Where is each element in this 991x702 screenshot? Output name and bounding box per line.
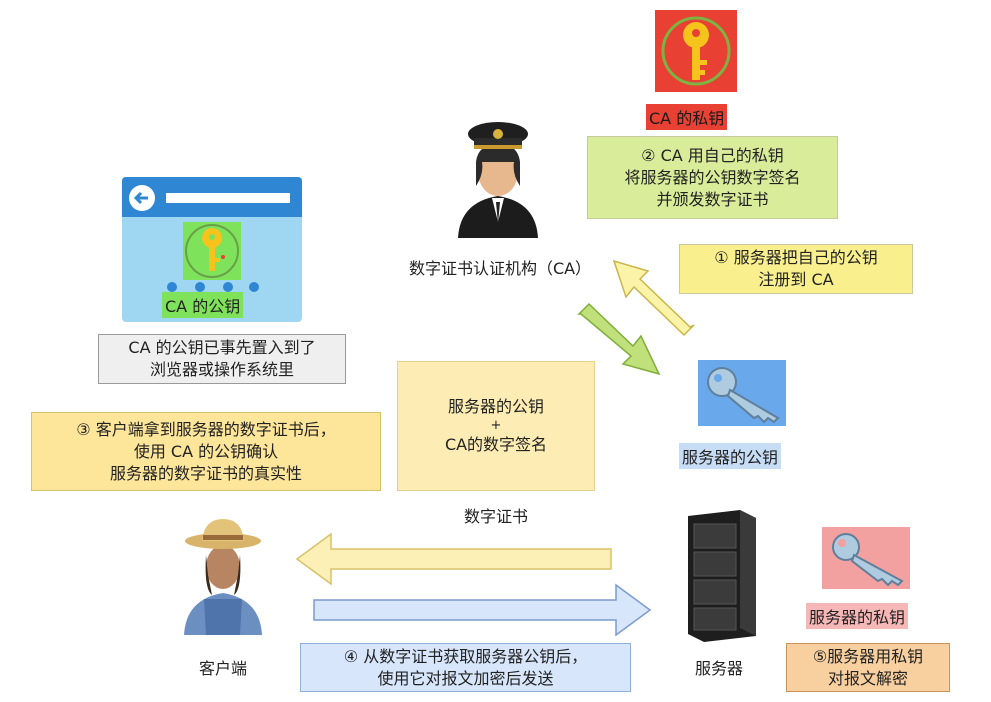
client-icon [178, 515, 268, 635]
step2-note: ② CA 用自己的私钥 将服务器的公钥数字签名 并颁发数字证书 [587, 136, 838, 219]
step4-note: ④ 从数字证书获取服务器公钥后， 使用它对报文加密后发送 [300, 643, 631, 692]
server-label: 服务器 [694, 659, 743, 678]
preinstall-line-2: 浏览器或操作系统里 [149, 360, 294, 379]
step3-line-3: 服务器的数字证书的真实性 [109, 463, 302, 483]
certificate-caption: 数字证书 [463, 507, 528, 526]
back-arrow-icon [129, 185, 155, 211]
certificate-box: 服务器的公钥 + CA的数字签名 [397, 361, 595, 491]
client-label: 客户端 [198, 659, 247, 678]
certificate-plus: + [490, 418, 502, 433]
certificate-line-2: CA的数字签名 [444, 435, 548, 454]
step3-note: ③ 客户端拿到服务器的数字证书后， 使用 CA 的公钥确认 服务器的数字证书的真… [31, 412, 381, 491]
step5-note: ⑤服务器用私钥 对报文解密 [786, 643, 950, 692]
step5-line-2: 对报文解密 [827, 668, 908, 688]
ca-private-key-label: CA 的私钥 [646, 104, 728, 130]
address-bar [166, 193, 290, 203]
ca-private-key-icon [655, 10, 737, 92]
step4-line-2: 使用它对报文加密后发送 [377, 668, 554, 688]
preinstall-note: CA 的公钥已事先置入到了 浏览器或操作系统里 [98, 334, 346, 384]
step2-line-1: ② CA 用自己的私钥 [641, 145, 784, 165]
browser-dots [167, 282, 259, 292]
server-public-key-label: 服务器的公钥 [679, 443, 782, 469]
ca-public-key-label: CA 的公钥 [162, 292, 244, 318]
step1-note: ① 服务器把自己的公钥 注册到 CA [679, 244, 913, 294]
server-icon [678, 508, 760, 643]
ca-org-label: 数字证书认证机构（CA） [408, 259, 592, 278]
step3-line-2: 使用 CA 的公钥确认 [133, 441, 279, 461]
step4-line-1: ④ 从数字证书获取服务器公钥后， [343, 646, 588, 666]
ca-public-key-icon [183, 222, 241, 280]
step1-line-2: 注册到 CA [758, 270, 834, 289]
step1-line-1: ① 服务器把自己的公钥 [714, 248, 878, 267]
step5-line-1: ⑤服务器用私钥 [812, 646, 924, 666]
server-private-key-icon [822, 527, 910, 589]
step2-line-2: 将服务器的公钥数字签名 [624, 167, 801, 187]
server-public-key-icon [698, 360, 786, 426]
step2-line-3: 并颁发数字证书 [656, 189, 769, 209]
preinstall-line-1: CA 的公钥已事先置入到了 [128, 338, 316, 357]
register-arrow-icon [610, 255, 700, 340]
browser-window: CA 的公钥 [122, 177, 302, 322]
certificate-line-1: 服务器的公钥 [447, 397, 544, 416]
step3-line-1: ③ 客户端拿到服务器的数字证书后， [76, 419, 336, 439]
server-private-key-label: 服务器的私钥 [806, 603, 909, 629]
ca-officer-icon [452, 112, 544, 238]
encrypted-message-arrow-icon [312, 583, 652, 637]
issue-arrow-icon [575, 300, 667, 380]
certificate-to-client-arrow-icon [295, 532, 613, 586]
